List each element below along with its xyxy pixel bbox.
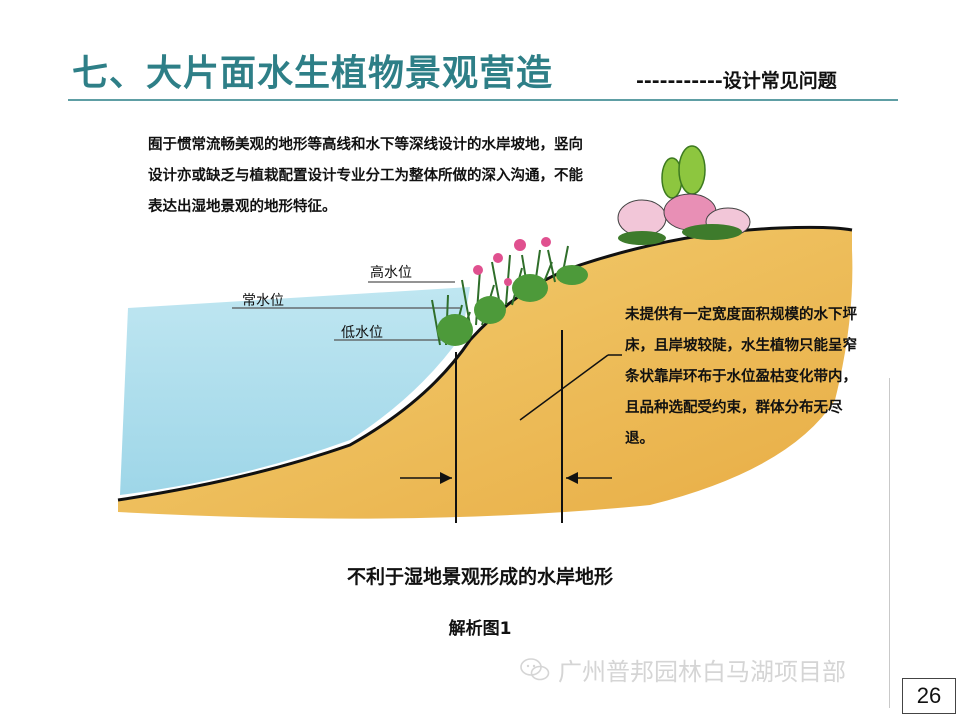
right-divider <box>889 378 890 708</box>
watermark-text: 广州普邦园林白马湖项目部 <box>558 658 846 686</box>
intro-text: 囿于惯常流畅美观的地形等高线和水下等深线设计的水岸坡地，竖向设计亦或缺乏与植栽配… <box>148 137 583 215</box>
water-body <box>120 287 470 495</box>
tree-group <box>617 145 751 245</box>
high-water-label: 高水位 <box>370 265 412 281</box>
figure-label: 解析图1 <box>448 619 512 639</box>
note-text: 未提供有一定宽度面积规模的水下坪床，且岸坡较陡，水生植物只能呈窄条状靠岸环布于水… <box>625 307 857 447</box>
wechat-icon <box>520 657 550 680</box>
page-number: 26 <box>902 678 956 714</box>
normal-water-label: 常水位 <box>242 293 284 309</box>
diagram-caption: 不利于湿地景观形成的水岸地形 <box>346 566 613 588</box>
soil-bank <box>118 227 853 519</box>
arrowhead-left <box>440 472 452 484</box>
title-divider <box>68 99 898 101</box>
low-water-label: 低水位 <box>341 325 383 341</box>
slide-subtitle: -----------设计常见问题 <box>636 70 837 92</box>
note-leader-line <box>519 354 609 421</box>
reed-clusters <box>437 265 588 346</box>
watermark: 广州普邦园林白马湖项目部 <box>520 652 846 687</box>
arrowhead-right <box>566 472 578 484</box>
slide-title: 七、大片面水生植物景观营造 <box>72 53 554 94</box>
pink-flowers <box>473 237 551 286</box>
